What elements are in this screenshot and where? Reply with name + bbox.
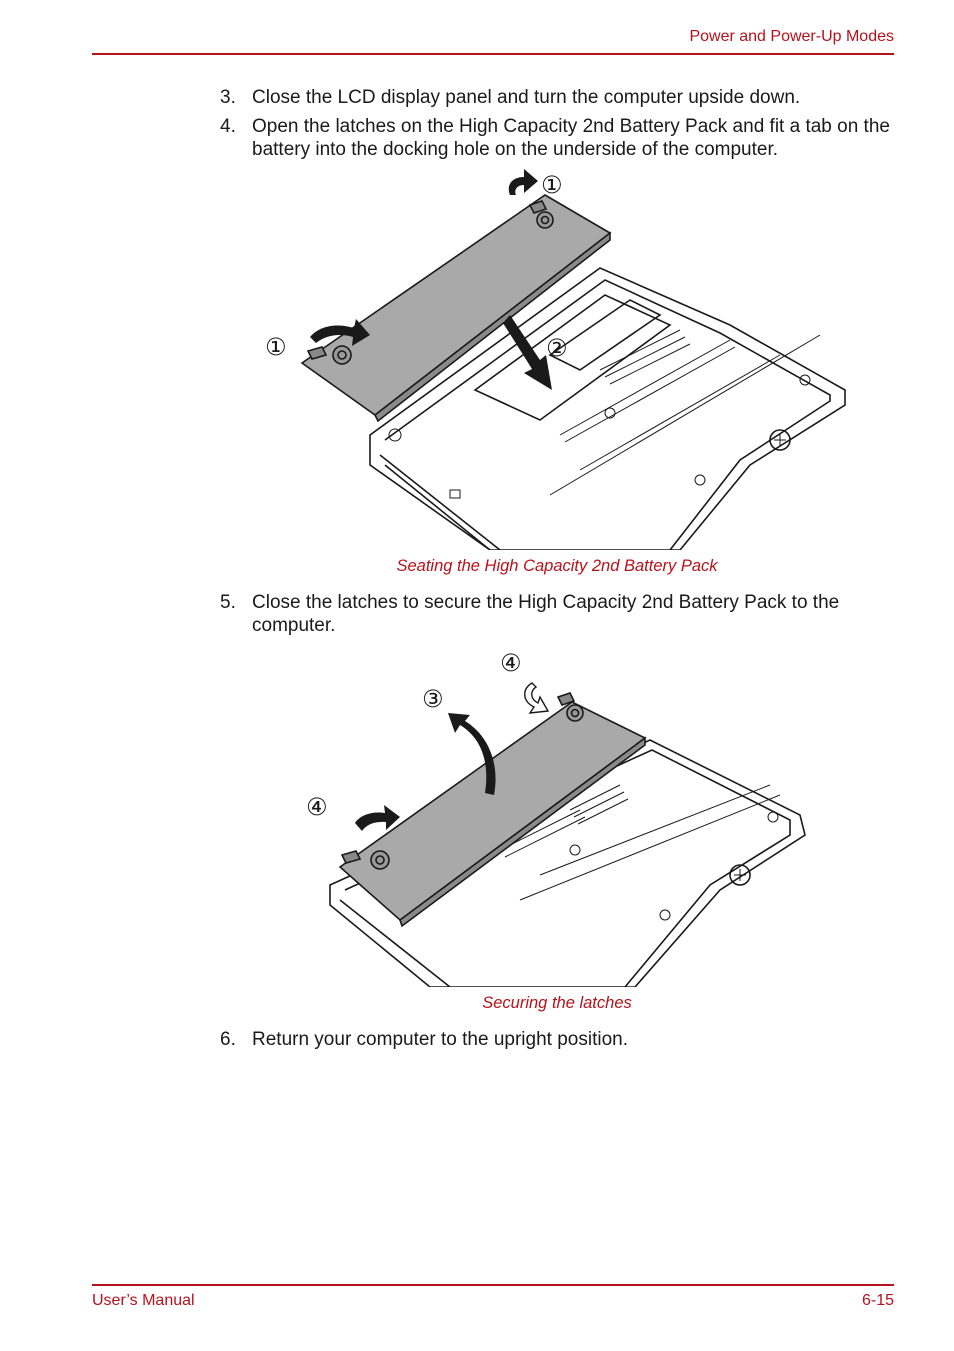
step-number: 3. <box>220 87 236 108</box>
callout-2: ② <box>546 335 568 362</box>
callout-4-top: ④ <box>500 650 522 677</box>
step-text: Open the latches on the High Capacity 2n… <box>252 116 890 160</box>
securing-latches-illustration <box>329 682 806 987</box>
step-6: 6. Return your computer to the upright p… <box>220 1028 900 1051</box>
figure-caption-securing: Securing the latches <box>482 994 632 1012</box>
figure-seating-battery: ① ① ② <box>260 165 860 550</box>
step-text: Close the LCD display panel and turn the… <box>252 87 801 108</box>
callout-3: ③ <box>422 686 444 713</box>
page-number: 6-15 <box>861 1292 894 1309</box>
seating-battery-illustration <box>300 169 846 550</box>
step-text: Return your computer to the upright posi… <box>252 1029 628 1050</box>
figure-caption-seating: Seating the High Capacity 2nd Battery Pa… <box>396 557 718 575</box>
callout-4-left: ④ <box>306 794 328 821</box>
step-number: 5. <box>220 592 236 613</box>
footer-rule <box>92 1284 894 1286</box>
step-3: 3. Close the LCD display panel and turn … <box>220 86 900 109</box>
header-rule <box>92 53 894 55</box>
figure-securing-latches: ④ ③ ④ <box>300 645 820 987</box>
running-header: Power and Power-Up Modes <box>689 28 894 45</box>
footer-manual-title: User’s Manual <box>92 1292 195 1309</box>
step-number: 4. <box>220 116 236 137</box>
step-number: 6. <box>220 1029 236 1050</box>
callout-1-left: ① <box>265 334 287 361</box>
callout-1-right: ① <box>541 172 563 199</box>
step-5: 5. Close the latches to secure the High … <box>220 591 900 637</box>
step-text: Close the latches to secure the High Cap… <box>252 592 840 636</box>
step-4: 4. Open the latches on the High Capacity… <box>220 115 900 161</box>
